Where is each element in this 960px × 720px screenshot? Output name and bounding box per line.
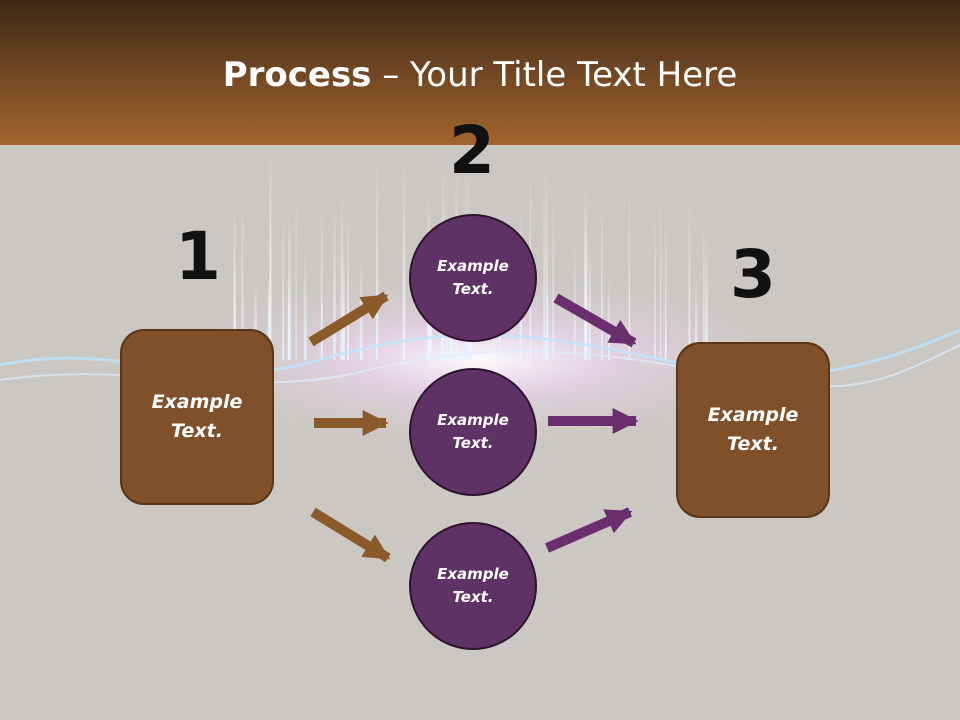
light-bar <box>607 278 610 360</box>
light-bar <box>282 216 285 360</box>
arrow-left-to-top <box>308 291 389 347</box>
light-bar <box>268 279 270 360</box>
light-bar <box>688 195 691 360</box>
right-box-text: Example Text. <box>707 404 799 455</box>
light-bar <box>343 254 345 360</box>
light-bar <box>703 212 705 360</box>
light-bar <box>547 271 549 360</box>
light-bar <box>304 249 307 360</box>
light-bar <box>664 223 667 360</box>
arrow-top-to-right <box>553 293 637 348</box>
step-number-3: 3 <box>730 236 776 313</box>
left-box: Example Text. <box>120 329 274 505</box>
header-bar <box>0 0 960 145</box>
light-bar <box>694 279 698 360</box>
light-bar <box>333 205 336 360</box>
light-bar <box>295 173 297 360</box>
circle-top-text: Example Text. <box>437 257 509 298</box>
light-bar <box>552 189 554 360</box>
circle-bottom-text: Example Text. <box>437 565 509 606</box>
arrow-left-to-bottom <box>310 507 391 563</box>
light-bar <box>269 159 272 360</box>
light-bar <box>628 173 630 360</box>
light-bar <box>340 191 344 360</box>
arrow-bottom-to-right <box>545 507 633 553</box>
light-bar <box>402 160 406 360</box>
light-bar <box>287 275 290 360</box>
step-number-2: 2 <box>449 112 495 189</box>
light-bar <box>654 215 656 360</box>
step-number-1: 1 <box>175 218 221 295</box>
light-bar <box>628 268 631 360</box>
light-bar <box>574 239 576 360</box>
circle-bottom: Example Text. <box>409 522 537 650</box>
slide-title: Process – Your Title Text Here <box>0 54 960 96</box>
light-bar <box>342 244 345 360</box>
light-bar <box>543 169 545 360</box>
title-bold: Process <box>222 55 372 95</box>
light-bar <box>234 255 236 360</box>
light-bar <box>705 238 708 360</box>
title-rest: – Your Title Text Here <box>371 55 738 95</box>
circle-top: Example Text. <box>409 214 537 342</box>
light-bar <box>320 208 323 360</box>
light-bar <box>375 154 379 360</box>
light-bar <box>584 197 588 360</box>
circle-middle: Example Text. <box>409 368 537 496</box>
light-bar <box>241 195 244 360</box>
left-box-text: Example Text. <box>151 391 243 442</box>
light-bar <box>588 239 591 360</box>
light-bar <box>254 281 257 360</box>
right-box: Example Text. <box>676 342 830 518</box>
circle-middle-text: Example Text. <box>437 411 509 452</box>
light-bar <box>660 187 662 360</box>
light-bar <box>601 199 603 360</box>
light-bar <box>347 212 350 360</box>
light-bar <box>545 160 548 360</box>
